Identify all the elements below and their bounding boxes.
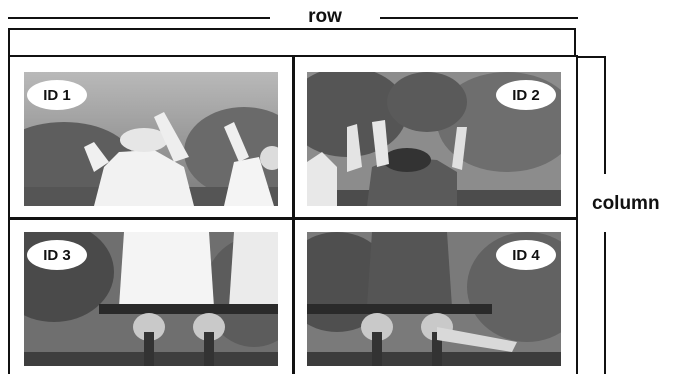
id-badge-2: ID 2 bbox=[496, 80, 556, 110]
column-indicator-line-top bbox=[604, 56, 606, 174]
grid-border-center bbox=[292, 55, 295, 374]
column-bracket-top bbox=[578, 56, 606, 58]
row-indicator-line-left bbox=[8, 17, 278, 19]
column-indicator-line-bottom bbox=[604, 232, 606, 374]
id-badge-4: ID 4 bbox=[496, 240, 556, 270]
id-badge-3: ID 3 bbox=[27, 240, 87, 270]
grid-border-right bbox=[576, 55, 578, 374]
column-label: column bbox=[592, 193, 660, 214]
tile-2-photo bbox=[307, 72, 561, 206]
tile-1-photo bbox=[24, 72, 278, 206]
grid-border-left bbox=[8, 55, 10, 374]
row-indicator-line-right bbox=[362, 17, 578, 19]
id-badge-1: ID 1 bbox=[27, 80, 87, 110]
row-label: row bbox=[270, 6, 380, 28]
row-bracket bbox=[8, 28, 576, 56]
tile-1-image bbox=[24, 72, 278, 206]
